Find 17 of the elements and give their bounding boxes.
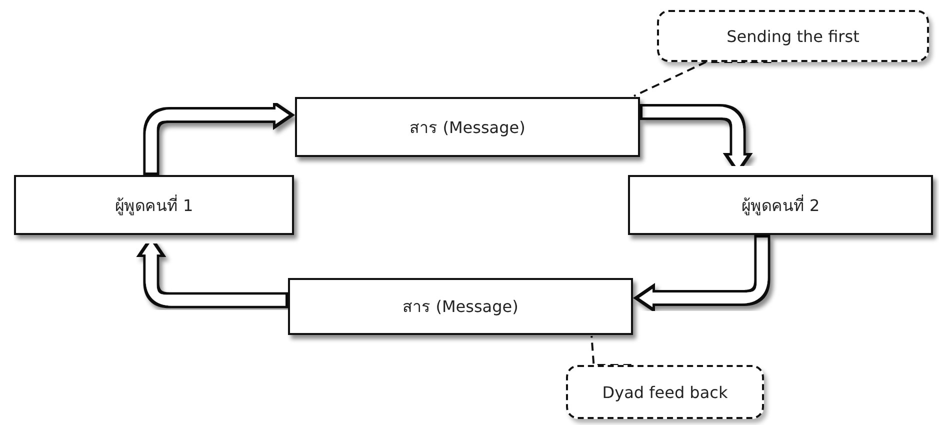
box-label: Sending the first	[726, 26, 860, 46]
box-label: Dyad feed back	[602, 382, 728, 402]
speaker-box	[628, 175, 933, 235]
block-arrow	[136, 235, 288, 308]
leader-line	[590, 336, 632, 366]
box-label: สาร (Message)	[402, 296, 518, 318]
speaker-box	[14, 175, 294, 235]
callout-bubble	[657, 10, 929, 62]
box-label: ผู้พูดคนที่ 1	[114, 194, 194, 218]
message-box	[295, 97, 640, 157]
box-label: ผู้พูดคนที่ 2	[741, 194, 820, 218]
message-box	[288, 278, 633, 335]
block-arrow	[640, 104, 753, 175]
box-label: สาร (Message)	[410, 116, 526, 138]
block-arrow	[143, 100, 295, 175]
leader-line	[634, 61, 772, 97]
callout-bubble	[566, 365, 764, 419]
